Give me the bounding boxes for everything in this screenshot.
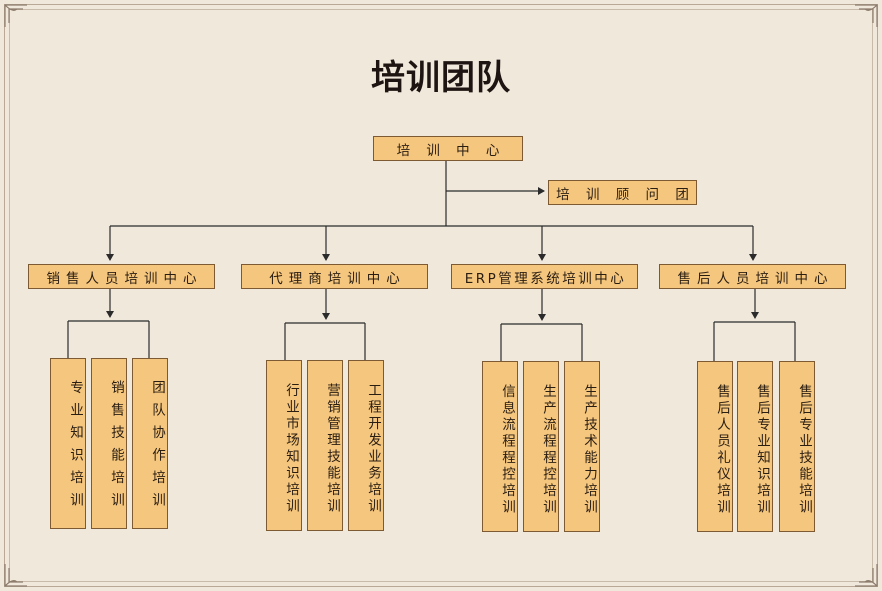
leaf-node: 行业市场知识培训	[266, 360, 302, 531]
outer-frame	[4, 4, 878, 587]
center-node-erp: ERP管理系统培训中心	[451, 264, 638, 289]
root-node-training-center: 培 训 中 心	[373, 136, 523, 161]
leaf-node: 团队协作培训	[132, 358, 168, 529]
leaf-node: 营销管理技能培训	[307, 360, 343, 531]
leaf-node: 生产流程程控培训	[523, 361, 559, 532]
corner-ornament-icon	[855, 4, 878, 27]
leaf-node: 销售技能培训	[91, 358, 127, 529]
leaf-node: 售后专业技能培训	[779, 361, 815, 532]
corner-ornament-icon	[855, 564, 878, 587]
center-node-after-sales: 售后人员培训中心	[659, 264, 846, 289]
leaf-node: 售后专业知识培训	[737, 361, 773, 532]
center-node-sales: 销售人员培训中心	[28, 264, 215, 289]
corner-ornament-icon	[4, 4, 27, 27]
page-title: 培训团队	[371, 58, 511, 98]
leaf-node: 信息流程程控培训	[482, 361, 518, 532]
corner-ornament-icon	[4, 564, 27, 587]
leaf-node: 工程开发业务培训	[348, 360, 384, 531]
leaf-node: 售后人员礼仪培训	[697, 361, 733, 532]
center-node-agent: 代理商培训中心	[241, 264, 428, 289]
leaf-node: 专业知识培训	[50, 358, 86, 529]
inner-frame	[9, 9, 873, 582]
advisor-node: 培 训 顾 问 团	[548, 180, 697, 205]
leaf-node: 生产技术能力培训	[564, 361, 600, 532]
